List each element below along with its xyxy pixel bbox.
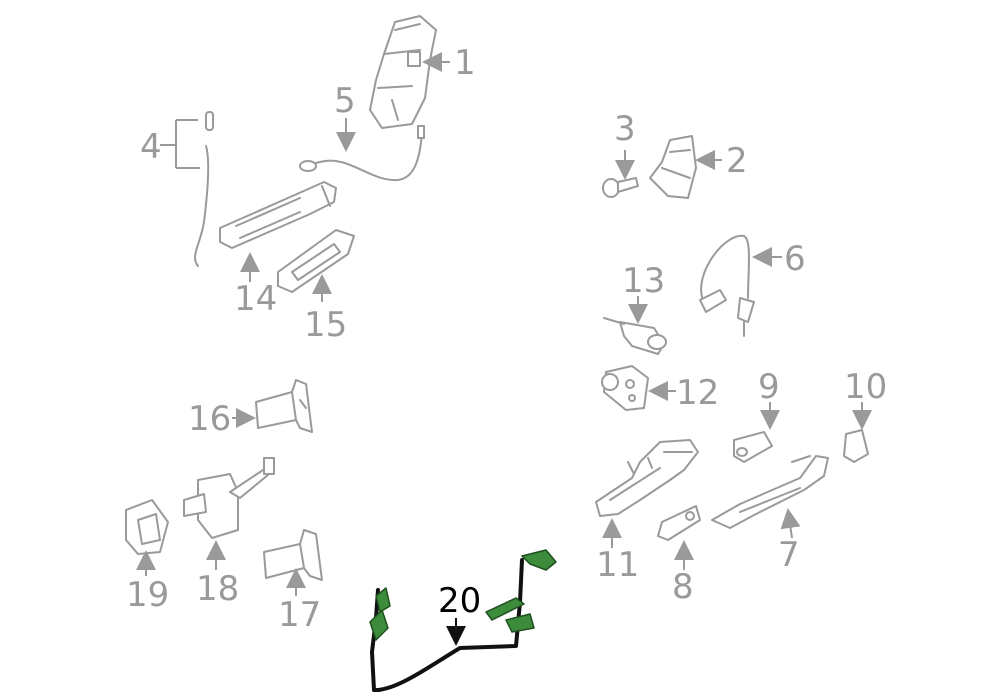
part-11-handle-frame[interactable] xyxy=(595,439,699,517)
part-6-cable[interactable] xyxy=(699,234,755,337)
part-5-cable[interactable] xyxy=(299,125,425,182)
callout-10: 10 xyxy=(844,367,887,407)
callout-6: 6 xyxy=(784,239,806,279)
part-9-handle-cap[interactable] xyxy=(733,431,773,463)
callout-15: 15 xyxy=(304,305,347,345)
part-13-lock-cylinder[interactable] xyxy=(603,317,667,355)
part-20-wiring-harness[interactable] xyxy=(369,549,557,692)
callout-7: 7 xyxy=(778,535,800,575)
callout-3: 3 xyxy=(614,109,636,149)
callout-20: 20 xyxy=(438,581,481,621)
callout-9: 9 xyxy=(758,367,780,407)
callout-11: 11 xyxy=(596,545,639,585)
part-15-inner-handle[interactable] xyxy=(277,229,355,293)
leader-7 xyxy=(780,508,801,539)
callout-13: 13 xyxy=(622,261,665,301)
part-3-bolt[interactable] xyxy=(602,177,639,198)
part-2-cover[interactable] xyxy=(649,135,697,199)
callout-18: 18 xyxy=(196,569,239,609)
callout-17: 17 xyxy=(278,595,321,635)
part-14-inner-handle-bracket[interactable] xyxy=(219,181,337,249)
leader-4-bracket xyxy=(160,119,200,169)
part-19-pad[interactable] xyxy=(125,499,169,555)
callout-4: 4 xyxy=(140,127,162,167)
callout-14: 14 xyxy=(234,279,277,319)
part-10-end-cap[interactable] xyxy=(843,429,869,463)
callout-16: 16 xyxy=(188,399,231,439)
callout-5: 5 xyxy=(334,81,356,121)
part-17-bracket[interactable] xyxy=(263,529,323,581)
callout-1: 1 xyxy=(454,43,476,83)
part-7-outer-handle[interactable] xyxy=(711,455,829,529)
callout-2: 2 xyxy=(726,141,748,181)
part-4-rod[interactable] xyxy=(194,111,214,267)
callout-12: 12 xyxy=(676,373,719,413)
callout-19: 19 xyxy=(126,575,169,615)
callout-8: 8 xyxy=(672,567,694,607)
part-16-bracket[interactable] xyxy=(255,379,313,433)
part-1-door-latch[interactable] xyxy=(369,15,437,129)
part-18-door-check[interactable] xyxy=(183,457,275,539)
part-8-bezel[interactable] xyxy=(657,505,701,541)
part-12-lock-housing[interactable] xyxy=(601,365,649,411)
